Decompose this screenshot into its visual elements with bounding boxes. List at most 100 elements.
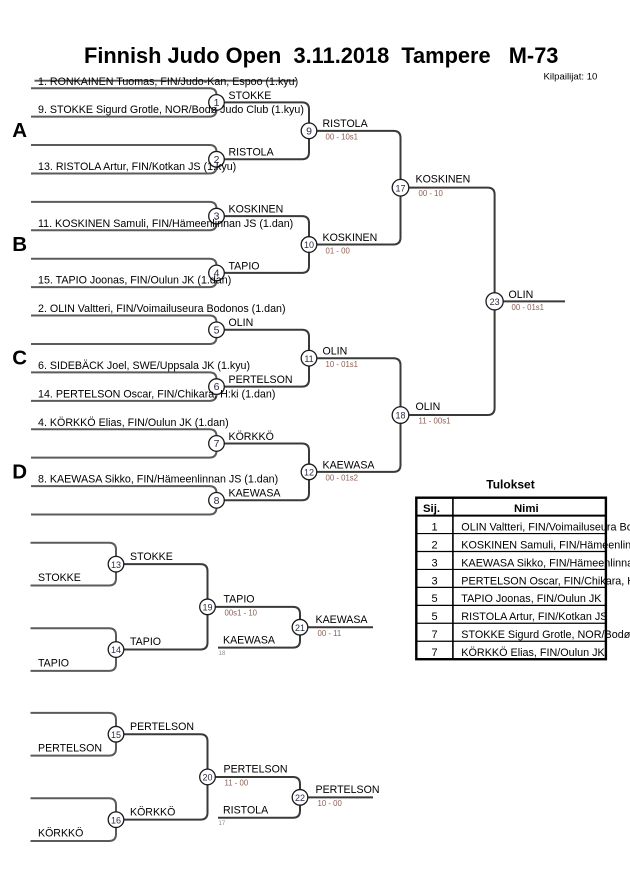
svg-text:21: 21 [295, 623, 305, 633]
svg-text:PERTELSON: PERTELSON [38, 742, 102, 754]
svg-text:1: 1 [214, 97, 220, 109]
svg-text:23: 23 [490, 297, 500, 307]
svg-text:19: 19 [202, 602, 212, 612]
svg-text:PERTELSON: PERTELSON [224, 764, 288, 776]
svg-text:KAEWASA Sikko, FIN/Hämeenlinna: KAEWASA Sikko, FIN/Hämeenlinnan JS [461, 557, 630, 569]
svg-text:6: 6 [214, 381, 220, 393]
svg-text:B: B [12, 233, 27, 256]
svg-text:22: 22 [295, 793, 305, 803]
svg-text:5: 5 [214, 324, 220, 336]
svg-text:RISTOLA Artur, FIN/Kotkan JS: RISTOLA Artur, FIN/Kotkan JS [461, 611, 607, 623]
svg-text:Tulokset: Tulokset [486, 478, 534, 492]
svg-text:Finnish Judo Open 3.11.2018: Finnish Judo Open 3.11.2018 Tampere M-73 [84, 43, 558, 68]
svg-text:TAPIO Joonas, FIN/Oulun JK: TAPIO Joonas, FIN/Oulun JK [461, 593, 602, 605]
svg-text:13: 13 [111, 560, 121, 570]
svg-text:14. PERTELSON Oscar, FIN/Chika: 14. PERTELSON Oscar, FIN/Chikara, H:ki (… [38, 388, 275, 400]
svg-text:STOKKE Sigurd Grotle, NOR/Bodø: STOKKE Sigurd Grotle, NOR/Bodø Judo Club [461, 629, 630, 641]
svg-text:Sij.: Sij. [423, 503, 440, 515]
svg-text:14: 14 [111, 645, 121, 655]
svg-text:7: 7 [432, 629, 438, 641]
svg-text:KOSKINEN Samuli, FIN/Hämeenlin: KOSKINEN Samuli, FIN/Hämeenlinnan JS [461, 539, 630, 551]
svg-text:9. STOKKE Sigurd Grotle, NOR/B: 9. STOKKE Sigurd Grotle, NOR/Bodø Judo C… [38, 104, 304, 116]
svg-text:KAEWASA: KAEWASA [323, 459, 376, 471]
svg-text:C: C [12, 347, 27, 370]
svg-text:RISTOLA: RISTOLA [323, 118, 369, 130]
svg-text:10 - 01s1: 10 - 01s1 [326, 360, 359, 369]
svg-text:15: 15 [111, 730, 121, 740]
svg-text:01 - 00: 01 - 00 [326, 246, 351, 255]
svg-text:5: 5 [432, 611, 438, 623]
svg-text:3: 3 [214, 211, 220, 223]
svg-text:KOSKINEN: KOSKINEN [416, 173, 471, 185]
svg-text:KAEWASA: KAEWASA [316, 614, 369, 626]
svg-text:2: 2 [432, 539, 438, 551]
svg-text:1: 1 [432, 521, 438, 533]
svg-text:KÖRKKÖ: KÖRKKÖ [38, 828, 83, 840]
svg-text:PERTELSON: PERTELSON [229, 374, 293, 386]
svg-text:17: 17 [219, 821, 226, 827]
svg-text:00 - 10s1: 00 - 10s1 [326, 133, 359, 142]
svg-text:Kilpailijat: 10: Kilpailijat: 10 [544, 72, 598, 83]
svg-text:PERTELSON Oscar, FIN/Chikara,: PERTELSON Oscar, FIN/Chikara, H:ki [461, 575, 630, 587]
svg-text:RISTOLA: RISTOLA [229, 147, 275, 159]
svg-text:8: 8 [214, 495, 220, 507]
svg-text:3: 3 [432, 557, 438, 569]
svg-text:6. SIDEBÄCK Joel, SWE/Uppsala: 6. SIDEBÄCK Joel, SWE/Uppsala JK (1.kyu) [38, 360, 250, 372]
svg-text:20: 20 [202, 773, 212, 783]
svg-text:TAPIO: TAPIO [224, 593, 255, 605]
svg-text:11 - 00s1: 11 - 00s1 [419, 416, 451, 425]
svg-text:10: 10 [304, 240, 314, 250]
svg-text:PERTELSON: PERTELSON [130, 721, 194, 733]
svg-text:PERTELSON: PERTELSON [316, 784, 380, 796]
svg-text:KÖRKKÖ Elias, FIN/Oulun JK: KÖRKKÖ Elias, FIN/Oulun JK [461, 647, 605, 659]
svg-text:7: 7 [432, 647, 438, 659]
svg-text:7: 7 [214, 438, 220, 450]
svg-text:2: 2 [214, 154, 220, 166]
svg-text:00 - 01s2: 00 - 01s2 [326, 474, 359, 483]
svg-text:16: 16 [111, 815, 121, 825]
svg-text:OLIN Valtteri, FIN/Voimailuseu: OLIN Valtteri, FIN/Voimailuseura Bodonos [461, 521, 630, 533]
svg-text:TAPIO: TAPIO [130, 636, 161, 648]
svg-text:KAEWASA: KAEWASA [229, 488, 282, 500]
svg-text:11: 11 [304, 354, 313, 364]
svg-text:KÖRKKÖ: KÖRKKÖ [130, 806, 175, 818]
svg-text:RISTOLA: RISTOLA [223, 805, 269, 817]
svg-text:1. RONKAINEN Tuomas, FIN/Judo-: 1. RONKAINEN Tuomas, FIN/Judo-Kan, Espoo… [38, 76, 298, 88]
svg-text:STOKKE: STOKKE [229, 90, 272, 102]
svg-text:KAEWASA: KAEWASA [223, 634, 276, 646]
svg-text:8. KAEWASA Sikko, FIN/Hämeenli: 8. KAEWASA Sikko, FIN/Hämeenlinnan JS (1… [38, 474, 278, 486]
svg-text:3: 3 [432, 575, 438, 587]
svg-text:OLIN: OLIN [229, 317, 254, 329]
svg-text:11. KOSKINEN Samuli, FIN/Hämee: 11. KOSKINEN Samuli, FIN/Hämeenlinnan JS… [38, 218, 293, 230]
svg-text:00s1 - 10: 00s1 - 10 [225, 608, 258, 617]
svg-text:00 - 01s1: 00 - 01s1 [512, 303, 545, 312]
svg-text:KOSKINEN: KOSKINEN [323, 232, 378, 244]
svg-text:00 - 10: 00 - 10 [419, 189, 444, 198]
svg-text:18: 18 [219, 651, 226, 657]
svg-text:15. TAPIO Joonas, FIN/Oulun JK: 15. TAPIO Joonas, FIN/Oulun JK (1.dan) [38, 275, 231, 287]
svg-text:OLIN: OLIN [509, 289, 534, 301]
svg-text:18: 18 [395, 411, 405, 421]
svg-text:00 - 11: 00 - 11 [318, 629, 342, 638]
svg-text:13. RISTOLA Artur, FIN/Kotkan: 13. RISTOLA Artur, FIN/Kotkan JS (1.kyu) [38, 161, 236, 173]
svg-text:2. OLIN Valtteri, FIN/Voimailu: 2. OLIN Valtteri, FIN/Voimailuseura Bodo… [38, 303, 286, 315]
svg-text:9: 9 [306, 125, 312, 137]
svg-text:KOSKINEN: KOSKINEN [229, 203, 284, 215]
svg-text:A: A [12, 119, 27, 142]
svg-text:TAPIO: TAPIO [229, 260, 260, 272]
svg-text:17: 17 [395, 183, 405, 193]
svg-text:STOKKE: STOKKE [130, 551, 173, 563]
svg-text:11 - 00: 11 - 00 [225, 779, 249, 788]
svg-text:KÖRKKÖ: KÖRKKÖ [229, 431, 274, 443]
svg-text:TAPIO: TAPIO [38, 658, 69, 670]
svg-text:4. KÖRKKÖ Elias, FIN/Oulun JK: 4. KÖRKKÖ Elias, FIN/Oulun JK (1.dan) [38, 417, 229, 429]
svg-text:OLIN: OLIN [416, 401, 441, 413]
svg-text:10 - 00: 10 - 00 [318, 799, 343, 808]
svg-text:4: 4 [214, 268, 220, 280]
svg-text:D: D [12, 460, 27, 483]
svg-text:Nimi: Nimi [514, 503, 539, 515]
svg-text:12: 12 [304, 467, 314, 477]
svg-text:5: 5 [432, 593, 438, 605]
svg-text:STOKKE: STOKKE [38, 572, 81, 584]
svg-text:OLIN: OLIN [323, 346, 348, 358]
